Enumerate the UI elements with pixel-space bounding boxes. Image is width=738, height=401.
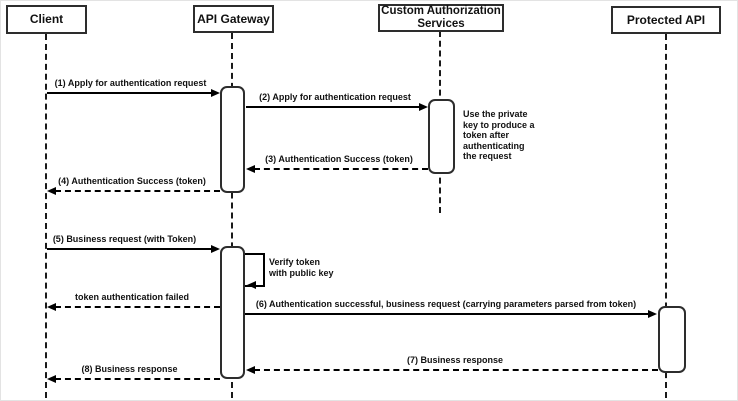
- activation-api-gateway-1: [220, 86, 245, 193]
- arrowhead-right-icon: [648, 310, 657, 318]
- participant-label-client: Client: [29, 12, 64, 26]
- message-label-5: (5) Business request (with Token): [52, 234, 197, 244]
- activation-api-gateway-2: [220, 246, 245, 379]
- message-label-auth-failed: token authentication failed: [74, 292, 189, 302]
- lifeline-api-gateway: [231, 33, 233, 398]
- message-label-6: (6) Authentication successful, business …: [255, 299, 637, 309]
- message-line-6: [245, 313, 650, 315]
- participant-box-api-gateway: API Gateway: [193, 5, 274, 33]
- arrowhead-left-icon: [47, 375, 56, 383]
- participant-label-api-gateway: API Gateway: [197, 11, 270, 26]
- message-line-7: [254, 369, 658, 371]
- self-message-label: Verify token with public key: [269, 257, 334, 278]
- message-line-5: [47, 248, 213, 250]
- message-line-4: [55, 190, 220, 192]
- arrowhead-left-icon: [47, 187, 56, 195]
- activation-custom-auth: [428, 99, 455, 174]
- arrowhead-right-icon: [211, 89, 220, 97]
- message-line-auth-failed: [55, 306, 220, 308]
- note-private-key: Use the private key to produce a token a…: [463, 109, 535, 161]
- participant-box-protected-api: Protected API: [611, 6, 721, 34]
- arrowhead-left-icon: [47, 303, 56, 311]
- lifeline-protected-api: [665, 34, 667, 398]
- participant-label-custom-auth: Custom Authorization Services: [381, 5, 501, 30]
- message-label-8: (8) Business response: [81, 364, 178, 374]
- message-label-7: (7) Business response: [406, 355, 504, 365]
- arrowhead-right-icon: [419, 103, 428, 111]
- participant-box-custom-auth: Custom Authorization Services: [378, 4, 504, 32]
- message-label-4: (4) Authentication Success (token): [58, 176, 206, 186]
- message-line-8: [55, 378, 220, 380]
- arrowhead-left-icon: [247, 281, 256, 289]
- message-line-2: [246, 106, 422, 108]
- arrowhead-left-icon: [246, 165, 255, 173]
- participant-box-client: Client: [6, 5, 87, 34]
- message-line-1: [47, 92, 213, 94]
- activation-protected-api: [658, 306, 686, 373]
- message-label-3: (3) Authentication Success (token): [265, 154, 413, 164]
- arrowhead-right-icon: [211, 245, 220, 253]
- message-line-3: [254, 168, 428, 170]
- message-label-2: (2) Apply for authentication request: [259, 92, 411, 102]
- message-label-1: (1) Apply for authentication request: [54, 78, 207, 88]
- lifeline-client: [45, 34, 47, 398]
- arrowhead-left-icon: [246, 366, 255, 374]
- participant-label-protected-api: Protected API: [626, 12, 706, 27]
